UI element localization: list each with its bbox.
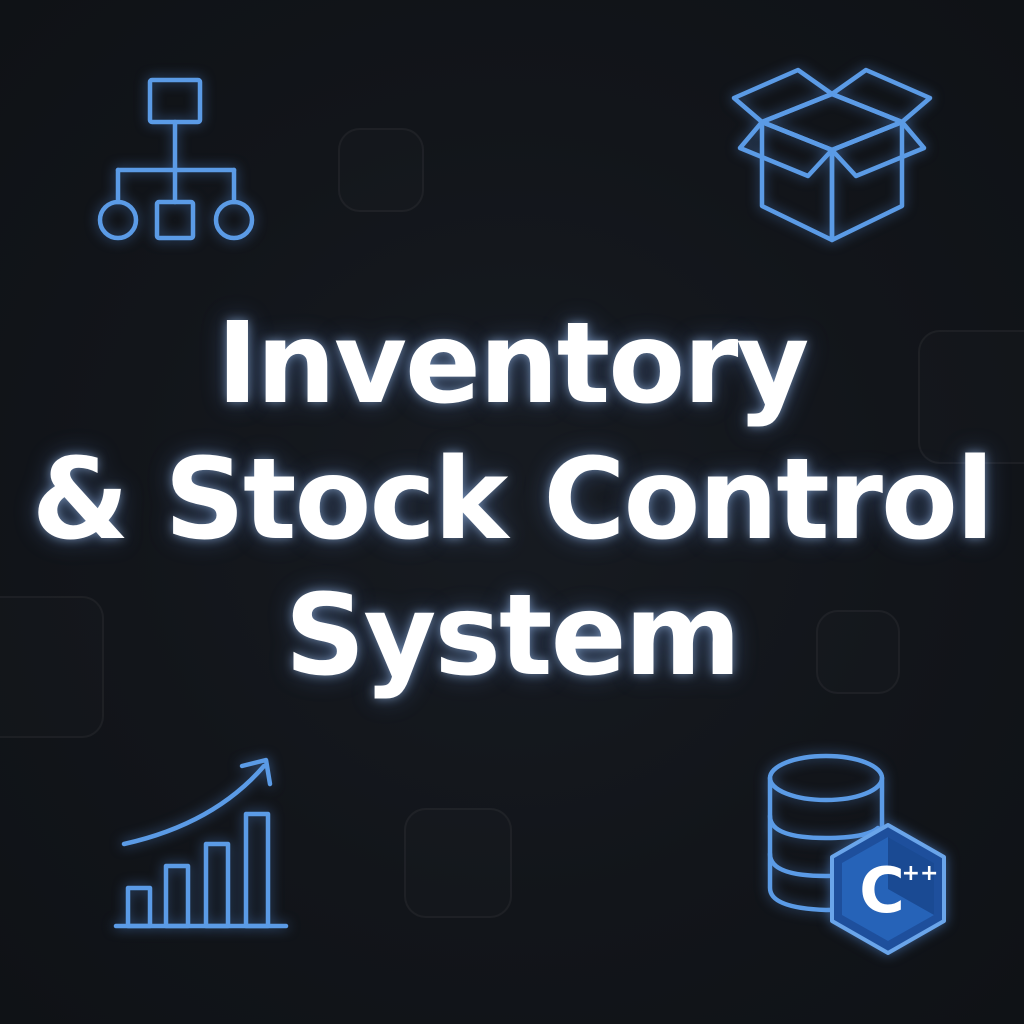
- growth-bar-chart-icon: [113, 752, 290, 932]
- hierarchy-diagram-icon: [96, 77, 258, 242]
- decor-square: [404, 808, 512, 918]
- open-box-icon: [731, 66, 934, 244]
- decor-square: [918, 330, 1024, 464]
- title-line-3: System: [284, 571, 742, 701]
- decor-square: [816, 610, 900, 694]
- page-title: Inventory & Stock Control System: [0, 296, 1024, 704]
- cpp-logo-icon: C ++: [828, 822, 948, 956]
- cpp-letter: C: [859, 854, 905, 927]
- title-line-2: & Stock Control: [31, 435, 995, 565]
- decor-square: [338, 128, 424, 212]
- cpp-superscript: ++: [902, 861, 939, 886]
- title-line-1: Inventory: [216, 299, 810, 429]
- decor-square: [0, 596, 104, 738]
